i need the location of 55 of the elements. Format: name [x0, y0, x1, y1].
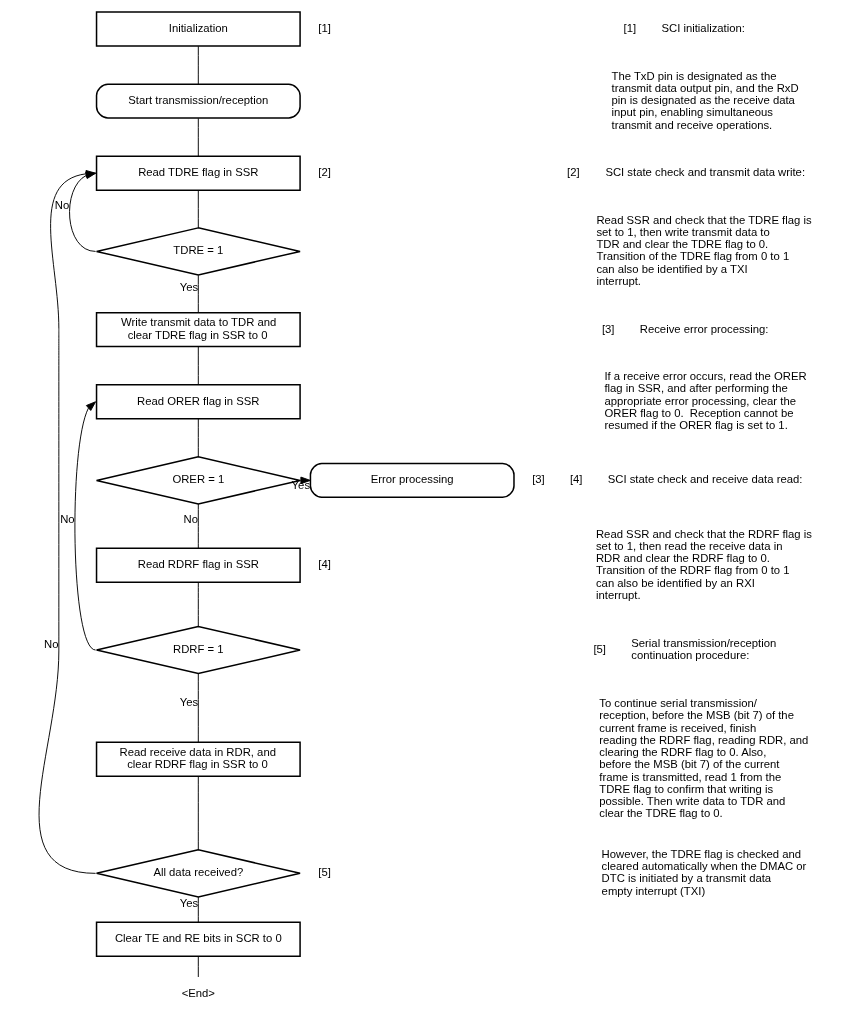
- node-diamond: All data received?: [95, 849, 301, 898]
- connector: [197, 274, 199, 313]
- label: If a receive error occurs, read the ORER flag in SSR, and after performing the appropriate error processing, clear the ORER flag to 0. Reception cannot be resumed if the ORER flag is set to 1.: [604, 370, 807, 432]
- connector: [197, 117, 199, 157]
- edge-label: No: [60, 512, 75, 525]
- label: The TxD pin is designated as the transmit data output pin, and the RxD pin is designated as the receive data input pin, enabling simultaneous transmit and receive operations.: [611, 69, 799, 131]
- node-box: Read receive data in RDR, and clear RDRF flag in SSR to 0: [95, 741, 301, 778]
- label: SCI state check and receive data read:: [607, 473, 803, 486]
- connector: [197, 582, 199, 627]
- connector: [197, 955, 199, 978]
- node-label: [3]: [532, 473, 545, 486]
- label: Receive error processing:: [639, 322, 769, 335]
- label: [3]: [601, 322, 615, 335]
- label: SCI initialization:: [661, 21, 745, 34]
- label: [1]: [623, 21, 637, 34]
- node-label: [1]: [318, 21, 331, 34]
- node-text: <End>: [181, 986, 215, 999]
- label: [4]: [569, 473, 583, 486]
- edge-label: Yes: [179, 281, 199, 294]
- label: [5]: [593, 642, 607, 655]
- node-label: [5]: [318, 866, 331, 879]
- edge-label: No: [183, 513, 198, 526]
- node-box: Write transmit data to TDR and clear TDRE flag in SSR to 0: [95, 311, 301, 348]
- connector: [197, 189, 199, 229]
- edge-label: No: [44, 637, 59, 650]
- label: Read SSR and check that the TDRE flag is set to 1, then write transmit data to TDR and clear the TDRE flag to 0. Transition of the TDRE flag from 0 to 1 can also be identified by a TXI interrupt.: [596, 213, 812, 287]
- label: Serial transmission/reception continuation procedure:: [631, 636, 777, 662]
- node-diamond: TDRE = 1: [95, 227, 301, 276]
- arrow: [74, 401, 97, 651]
- edge-label: Yes: [179, 695, 199, 708]
- label: However, the TDRE flag is checked and cleared automatically when the DMAC or DTC is initiated by a transmit data empty interrupt (TXI): [601, 847, 807, 897]
- edge-label: Yes: [291, 479, 311, 492]
- node-box: Error processing: [309, 462, 515, 499]
- connector: [197, 418, 199, 458]
- label: To continue serial transmission/ reception, before the MSB (bit 7) of the current frame is received, finish reading the RDRF flag, reading RDR, and clearing the RDRF flag to 0. Also, before the MSB (bit 7) of the current frame is transmitted, read 1 from the TDRE flag to confirm that writing is possible. Then write data to TDR and clear the TDRE flag to 0.: [599, 697, 809, 820]
- connector: [197, 775, 199, 851]
- node-box: Initialization: [95, 11, 301, 47]
- connector: [197, 896, 199, 923]
- node-box: Read TDRE flag in SSR: [95, 155, 301, 191]
- connector: [197, 673, 199, 743]
- label: Read SSR and check that the RDRF flag is set to 1, then read the receive data in RDR and clear the RDRF flag to 0. Transition of the RDRF flag from 0 to 1 can also be identified by an RXI interrupt.: [595, 527, 812, 601]
- label: SCI state check and transmit data write:: [605, 166, 806, 179]
- node-box: Start transmission/reception: [95, 83, 301, 119]
- node-box: Clear TE and RE bits in SCR to 0: [95, 921, 301, 958]
- connector: [197, 45, 199, 85]
- node-label: [4]: [318, 558, 331, 571]
- edge-label: Yes: [179, 896, 199, 909]
- connector: [197, 503, 199, 549]
- node-diamond: RDRF = 1: [95, 625, 301, 675]
- node-box: Read ORER flag in SSR: [95, 384, 301, 420]
- connector: [197, 346, 199, 386]
- edge-label: No: [54, 199, 70, 212]
- label: [2]: [567, 166, 580, 179]
- node-label: [2]: [318, 166, 331, 179]
- node-box: Read RDRF flag in SSR: [95, 547, 301, 583]
